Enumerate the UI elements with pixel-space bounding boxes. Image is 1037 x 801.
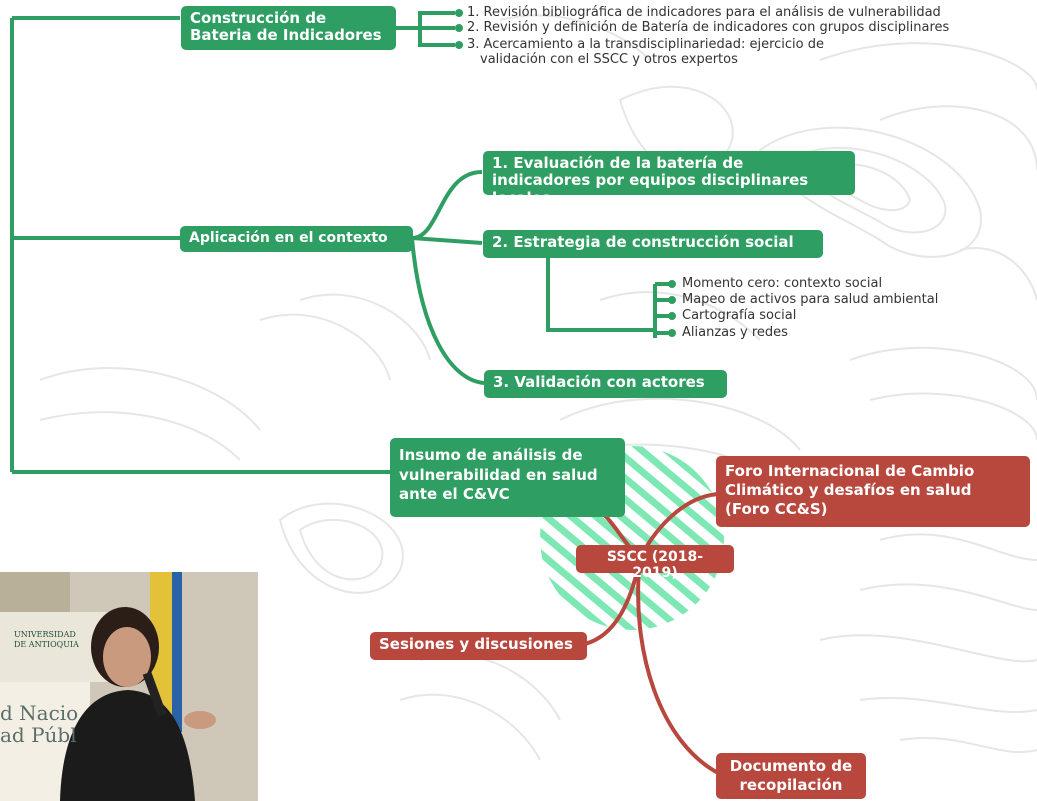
construccion-item: 1. Revisión bibliográfica de indicadores… (467, 5, 941, 20)
estrategia-item: Momento cero: contexto social (682, 276, 883, 291)
photo-banner-text: d Nacio ad Públ (0, 701, 79, 747)
node-evaluacion[interactable]: 1. Evaluación de la batería de indicador… (483, 151, 855, 206)
green-bullet-dots (455, 9, 676, 337)
node-sscc[interactable]: SSCC (2018-2019) (576, 545, 734, 581)
node-construccion[interactable]: Construcción de Bateria de Indicadores (181, 6, 396, 50)
construccion-item: 3. Acercamiento a la transdisciplinaried… (467, 37, 824, 52)
speaker-photo: UNIVERSIDAD DE ANTIOQUIA d Nacio ad Públ (0, 572, 258, 801)
topographic-contour-background (39, 14, 1037, 761)
speaker-photo-illustration (0, 572, 258, 801)
construccion-item: validación con el SSCC y otros expertos (480, 52, 738, 67)
node-insumo[interactable]: Insumo de análisis de vulnerabilidad en … (390, 438, 625, 517)
estrategia-item: Alianzas y redes (682, 325, 788, 340)
construccion-item: 2. Revisión y definición de Batería de i… (467, 20, 950, 35)
photo-sign-text: UNIVERSIDAD DE ANTIOQUIA (14, 630, 79, 649)
node-sesiones[interactable]: Sesiones y discusiones (370, 632, 587, 660)
node-aplicacion[interactable]: Aplicación en el contexto (180, 226, 413, 252)
estrategia-item: Cartografía social (682, 308, 797, 323)
green-connectors (10, 11, 670, 474)
node-estrategia[interactable]: 2. Estrategia de construcción social (483, 230, 823, 258)
node-foro[interactable]: Foro Internacional de Cambio Climático y… (716, 456, 1030, 527)
node-documento[interactable]: Documento de recopilación (716, 753, 866, 799)
estrategia-item: Mapeo de activos para salud ambiental (682, 292, 939, 307)
node-validacion[interactable]: 3. Validación con actores (484, 370, 727, 398)
